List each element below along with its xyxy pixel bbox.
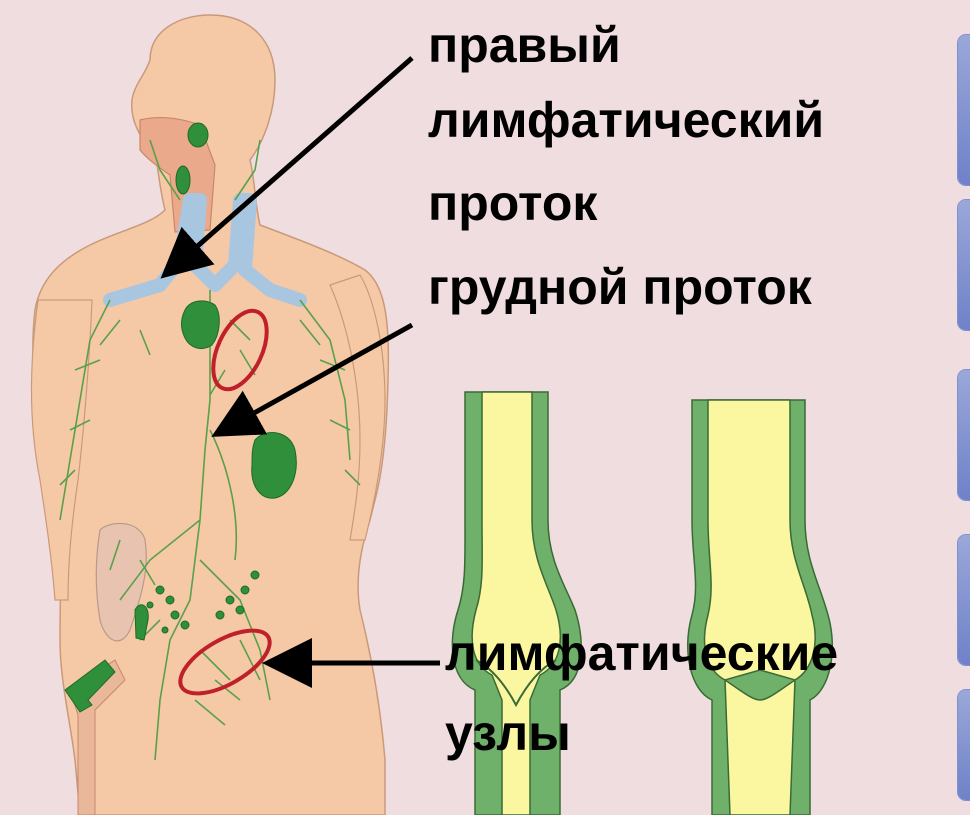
human-body-figure	[32, 15, 389, 815]
label-right-lymphatic-duct-line2: лимфатический	[428, 95, 824, 145]
side-panel-box-4[interactable]	[958, 535, 970, 665]
side-panel-box-2[interactable]	[958, 200, 970, 330]
side-panel-box-5[interactable]	[958, 690, 970, 800]
label-lymph-nodes-line1: лимфатические	[445, 628, 838, 678]
cervical-node	[176, 166, 190, 194]
thymus	[182, 301, 220, 349]
label-right-lymphatic-duct-line1: правый	[428, 20, 621, 70]
side-panel-box-3[interactable]	[958, 370, 970, 500]
spleen	[252, 433, 297, 499]
label-right-lymphatic-duct-line3: проток	[428, 178, 597, 228]
tonsil	[188, 123, 208, 147]
label-thoracic-duct: грудной проток	[428, 262, 812, 312]
label-lymph-nodes-line2: узлы	[445, 708, 571, 758]
side-panel-box-1[interactable]	[958, 35, 970, 185]
vessel-right-valve	[725, 680, 795, 815]
